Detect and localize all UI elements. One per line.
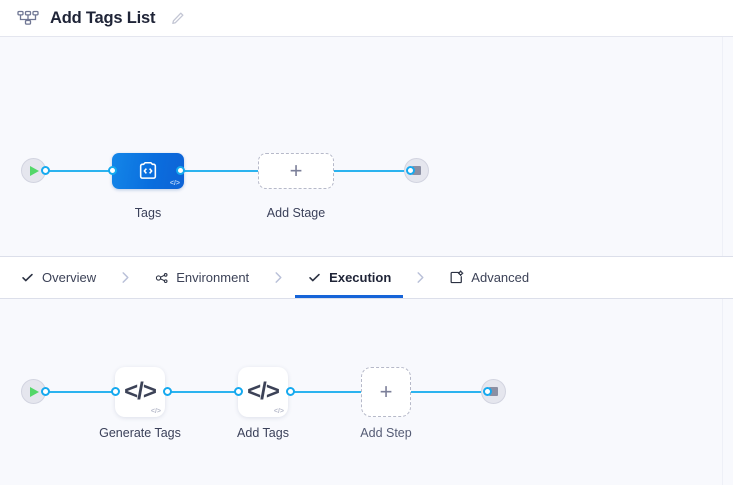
stage-node-badge: </> xyxy=(169,180,180,187)
step-flow-graph: </> </> Generate Tags </> </> Add Tags +… xyxy=(0,299,733,485)
step-node-badge: </> xyxy=(273,408,284,415)
advanced-icon xyxy=(449,270,464,285)
environment-icon xyxy=(154,270,169,285)
step-node-add-tags-label: Add Tags xyxy=(237,426,289,440)
stage-tags-out-port[interactable] xyxy=(176,166,185,175)
code-icon: </> xyxy=(247,378,280,405)
check-icon xyxy=(20,270,35,285)
wire-start-to-generate xyxy=(44,391,118,393)
pencil-icon[interactable] xyxy=(168,9,186,27)
step-start-port[interactable] xyxy=(41,387,50,396)
step-start-node[interactable] xyxy=(21,379,46,404)
stage-node-tags[interactable]: </> xyxy=(112,153,184,189)
step-node-badge: </> xyxy=(150,408,161,415)
tab-execution-label: Execution xyxy=(329,270,392,285)
add-stage-node[interactable]: + xyxy=(258,153,334,189)
tab-execution[interactable]: Execution xyxy=(295,257,404,298)
generate-tags-out-port[interactable] xyxy=(163,387,172,396)
wire-start-to-tags xyxy=(44,170,120,172)
add-step-label: Add Step xyxy=(360,426,412,440)
stage-node-tags-label: Tags xyxy=(134,206,162,220)
pipeline-icon xyxy=(17,8,39,28)
tab-environment[interactable]: Environment xyxy=(152,257,251,298)
chevron-right-icon xyxy=(251,257,305,298)
tab-overview[interactable]: Overview xyxy=(18,257,98,298)
canvas-edge-divider xyxy=(722,37,723,256)
wire-tags-to-addstage xyxy=(179,170,261,172)
tab-advanced[interactable]: Advanced xyxy=(447,257,531,298)
stage-start-port[interactable] xyxy=(41,166,50,175)
plus-icon: + xyxy=(379,379,393,404)
step-node-generate-tags[interactable]: </> </> xyxy=(115,367,165,417)
chevron-right-icon xyxy=(393,257,447,298)
tab-overview-label: Overview xyxy=(42,270,97,285)
wire-addstage-to-end xyxy=(331,170,411,172)
execution-tabbar: Overview Environment Execution xyxy=(0,257,733,298)
wire-generate-to-addtags xyxy=(166,391,238,393)
generate-tags-in-port[interactable] xyxy=(111,387,120,396)
add-step-node[interactable]: + xyxy=(361,367,411,417)
stop-icon xyxy=(412,166,421,175)
wire-addtags-to-addstep xyxy=(289,391,361,393)
tab-environment-label: Environment xyxy=(176,270,250,285)
wire-addstep-to-end xyxy=(411,391,488,393)
play-icon xyxy=(30,386,39,397)
code-icon: </> xyxy=(124,378,157,405)
page-header: Add Tags List xyxy=(0,0,733,37)
add-tags-in-port[interactable] xyxy=(234,387,243,396)
stage-flow-graph: </> Tags + Add Stage xyxy=(0,37,733,256)
step-node-generate-tags-label: Generate Tags xyxy=(99,426,181,440)
tab-advanced-label: Advanced xyxy=(471,270,530,285)
add-tags-out-port[interactable] xyxy=(286,387,295,396)
step-node-add-tags[interactable]: </> </> xyxy=(238,367,288,417)
custom-stage-icon xyxy=(139,161,157,179)
stop-icon xyxy=(489,387,498,396)
check-icon xyxy=(307,270,322,285)
stage-end-port[interactable] xyxy=(406,166,415,175)
stage-canvas[interactable]: </> Tags + Add Stage xyxy=(0,37,733,257)
plus-icon: + xyxy=(289,158,303,183)
page-title: Add Tags List xyxy=(50,8,156,27)
play-icon xyxy=(30,165,39,176)
canvas-edge-divider xyxy=(722,299,723,485)
step-end-port[interactable] xyxy=(483,387,492,396)
add-stage-label: Add Stage xyxy=(266,206,326,220)
stage-tags-in-port[interactable] xyxy=(108,166,117,175)
step-canvas[interactable]: </> </> Generate Tags </> </> Add Tags +… xyxy=(0,298,733,485)
chevron-right-icon xyxy=(98,257,152,298)
